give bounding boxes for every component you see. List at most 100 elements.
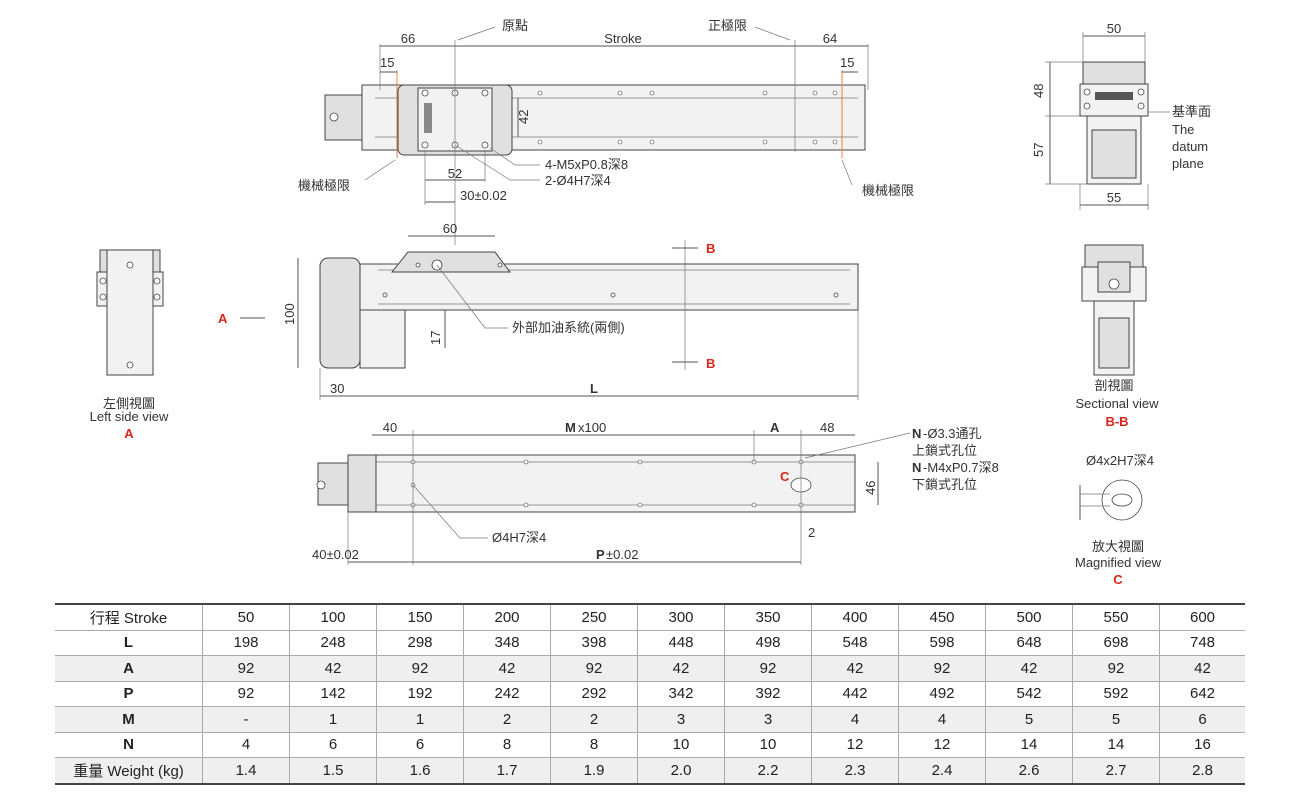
dim-A: A	[770, 420, 780, 435]
table-cell: 10	[637, 731, 725, 758]
table-cell: 14	[985, 731, 1073, 758]
dim-M-pitch: x100	[578, 420, 606, 435]
detail-c-label: C	[780, 469, 790, 484]
table-cell: 300	[637, 603, 725, 631]
side-view: 60 100 17 30 L 外部加油系統(兩側) B B A	[218, 221, 859, 400]
table-cell: 92	[550, 655, 638, 682]
origin-label: 原點	[502, 18, 528, 33]
dim-64: 64	[823, 31, 837, 46]
datum-label-en-3: plane	[1172, 156, 1204, 171]
table-cell: 5	[1072, 706, 1160, 733]
table-cell: 6	[376, 731, 464, 758]
table-cell: 498	[724, 629, 812, 656]
note-n2: -M4xP0.7深8	[923, 460, 999, 475]
note-n1: -Ø3.3通孔	[923, 426, 982, 441]
dim-P-tol: ±0.02	[606, 547, 638, 562]
row-label: L	[55, 629, 203, 656]
magnified-title-cn: 放大視圖	[1092, 539, 1144, 554]
table-cell: 1.7	[463, 757, 551, 784]
left-view-title-cn: 左側視圖	[103, 396, 155, 411]
table-cell: 92	[376, 655, 464, 682]
table-cell: 548	[811, 629, 899, 656]
table-cell: 1.5	[289, 757, 377, 784]
table-cell: 1	[376, 706, 464, 733]
stroke-label: Stroke	[604, 31, 642, 46]
table-cell: 42	[637, 655, 725, 682]
table-cell: 142	[289, 680, 377, 707]
table-cell: 92	[202, 680, 290, 707]
table-cell: 92	[1072, 655, 1160, 682]
table-cell: 42	[1159, 655, 1245, 682]
datum-label-en-2: datum	[1172, 139, 1208, 154]
magnified-label: C	[1113, 572, 1123, 587]
table-cell: 1.4	[202, 757, 290, 784]
pin-note: 2-Ø4H7深4	[545, 173, 611, 188]
mech-limit-left: 機械極限	[298, 178, 350, 193]
table-cell: 200	[463, 603, 551, 631]
table-cell: 198	[202, 629, 290, 656]
section-b-bottom: B	[706, 356, 715, 371]
table-cell: 2.7	[1072, 757, 1160, 784]
table-cell: 5	[985, 706, 1073, 733]
table-cell: 3	[637, 706, 725, 733]
dim-52: 52	[448, 166, 462, 181]
bottom-view: 40 M x100 A 48 46 2 40±0.02 P ±0.02 Ø4H7…	[312, 420, 999, 565]
table-cell: 298	[376, 629, 464, 656]
table-cell: 442	[811, 680, 899, 707]
table-cell: 42	[811, 655, 899, 682]
section-b-top: B	[706, 241, 715, 256]
dim-57: 57	[1031, 143, 1046, 157]
table-cell: 2.8	[1159, 757, 1245, 784]
note-n2-prefix: N	[912, 460, 921, 475]
table-cell: 42	[289, 655, 377, 682]
note-n2-sub: 下鎖式孔位	[912, 477, 977, 492]
table-cell: 12	[898, 731, 986, 758]
top-view: 66 原點 Stroke 正極限 64 15 15 42 52 30±0.02 …	[298, 18, 914, 245]
table-cell: 12	[811, 731, 899, 758]
table-cell: 10	[724, 731, 812, 758]
table-cell: 14	[1072, 731, 1160, 758]
magnified-title-en: Magnified view	[1075, 555, 1162, 570]
table-cell: 2.6	[985, 757, 1073, 784]
tap-note: 4-M5xP0.8深8	[545, 157, 628, 172]
note-n1-prefix: N	[912, 426, 921, 441]
datum-label-cn: 基準面	[1172, 104, 1211, 119]
table-cell: 6	[289, 731, 377, 758]
technical-drawing: 66 原點 Stroke 正極限 64 15 15 42 52 30±0.02 …	[90, 18, 1211, 587]
table-cell: 542	[985, 680, 1073, 707]
dim-40-tol: 40±0.02	[312, 547, 359, 562]
dim-46: 46	[863, 481, 878, 495]
dim-30-side: 30	[330, 381, 344, 396]
left-view-title-en: Left side view	[90, 409, 169, 424]
table-cell: 42	[985, 655, 1073, 682]
magnified-dim: Ø4x2H7深4	[1086, 453, 1154, 468]
table-cell: 598	[898, 629, 986, 656]
dim-48: 48	[1031, 84, 1046, 98]
dim-P: P	[596, 547, 605, 562]
table-cell: 16	[1159, 731, 1245, 758]
left-view-label: A	[124, 426, 134, 441]
dim-50: 50	[1107, 21, 1121, 36]
table-cell: 8	[463, 731, 551, 758]
left-side-view: 左側視圖 Left side view A	[90, 249, 169, 441]
table-cell: 92	[202, 655, 290, 682]
dim-55: 55	[1107, 190, 1121, 205]
magnified-view: Ø4x2H7深4 放大視圖 Magnified view C	[1075, 453, 1162, 587]
dim-15-right: 15	[840, 55, 854, 70]
table-cell: 4	[898, 706, 986, 733]
table-cell: 150	[376, 603, 464, 631]
section-title-en: Sectional view	[1075, 396, 1159, 411]
table-cell: 2.3	[811, 757, 899, 784]
table-cell: 492	[898, 680, 986, 707]
table-cell: 292	[550, 680, 638, 707]
table-cell: 698	[1072, 629, 1160, 656]
table-cell: 342	[637, 680, 725, 707]
row-label: A	[55, 655, 203, 682]
table-cell: 350	[724, 603, 812, 631]
